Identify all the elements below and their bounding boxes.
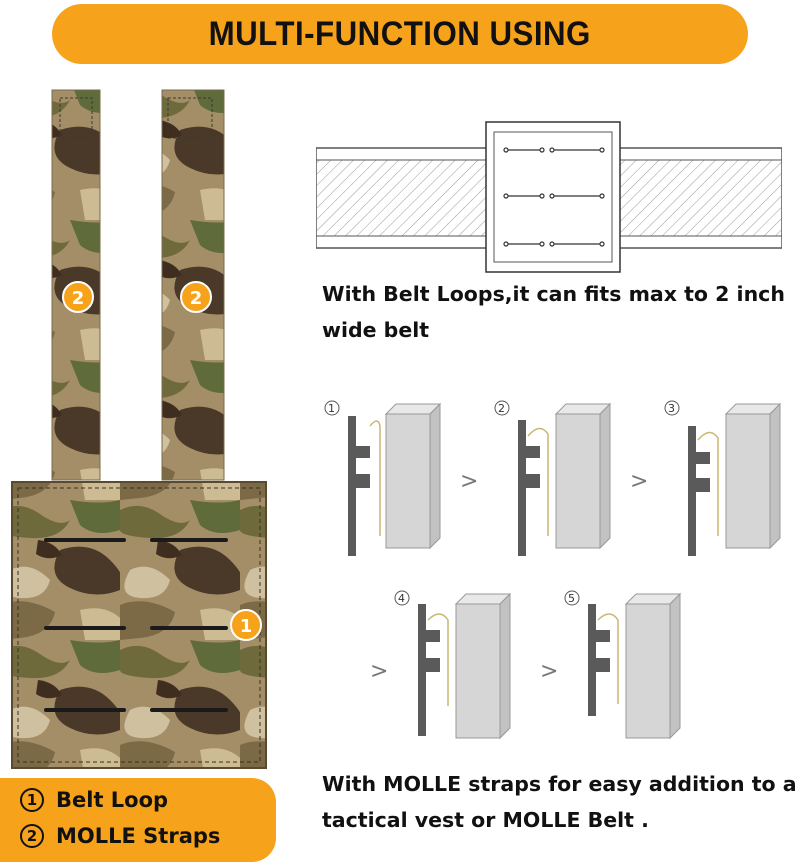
belt-loop-diagram [316,121,782,273]
svg-text:>: > [540,659,558,684]
badge-molle-left: 2 [62,281,94,313]
step-2: 2 [494,400,612,556]
pouch-body [11,481,267,769]
svg-text:2: 2 [190,288,203,309]
step-4: 4 [394,590,512,740]
step-1: 1 [324,400,442,556]
svg-text:5: 5 [568,592,575,605]
molle-steps-diagram: 1 > 2 > 3 4 > > 5 [324,400,782,740]
svg-text:2: 2 [498,402,505,415]
step-5: 5 [564,590,682,740]
legend-label: MOLLE Straps [56,824,221,848]
step-3: 3 [664,400,782,556]
badge-belt-loop: 1 [230,609,262,641]
svg-text:1: 1 [328,402,335,415]
svg-text:2: 2 [72,288,85,309]
belt-caption: With Belt Loops,it can fits max to 2 inc… [322,282,785,342]
title-banner: MULTI-FUNCTION USING [52,4,748,64]
legend-number: 2 [20,824,44,848]
molle-caption: With MOLLE straps for easy addition to a… [322,772,797,832]
svg-text:>: > [460,469,478,494]
svg-text:1: 1 [240,616,253,637]
legend-number: 1 [20,788,44,812]
svg-text:>: > [370,659,388,684]
svg-text:4: 4 [398,592,405,605]
legend-panel: 1 Belt Loop 2 MOLLE Straps [0,778,276,862]
legend-item-belt-loop: 1 Belt Loop [20,788,168,812]
badge-molle-right: 2 [180,281,212,313]
banner-title: MULTI-FUNCTION USING [208,14,592,53]
svg-text:3: 3 [668,402,675,415]
svg-text:>: > [630,469,648,494]
legend-item-molle-straps: 2 MOLLE Straps [20,824,220,848]
product-image: 2 2 1 [11,89,267,769]
legend-label: Belt Loop [56,788,169,812]
